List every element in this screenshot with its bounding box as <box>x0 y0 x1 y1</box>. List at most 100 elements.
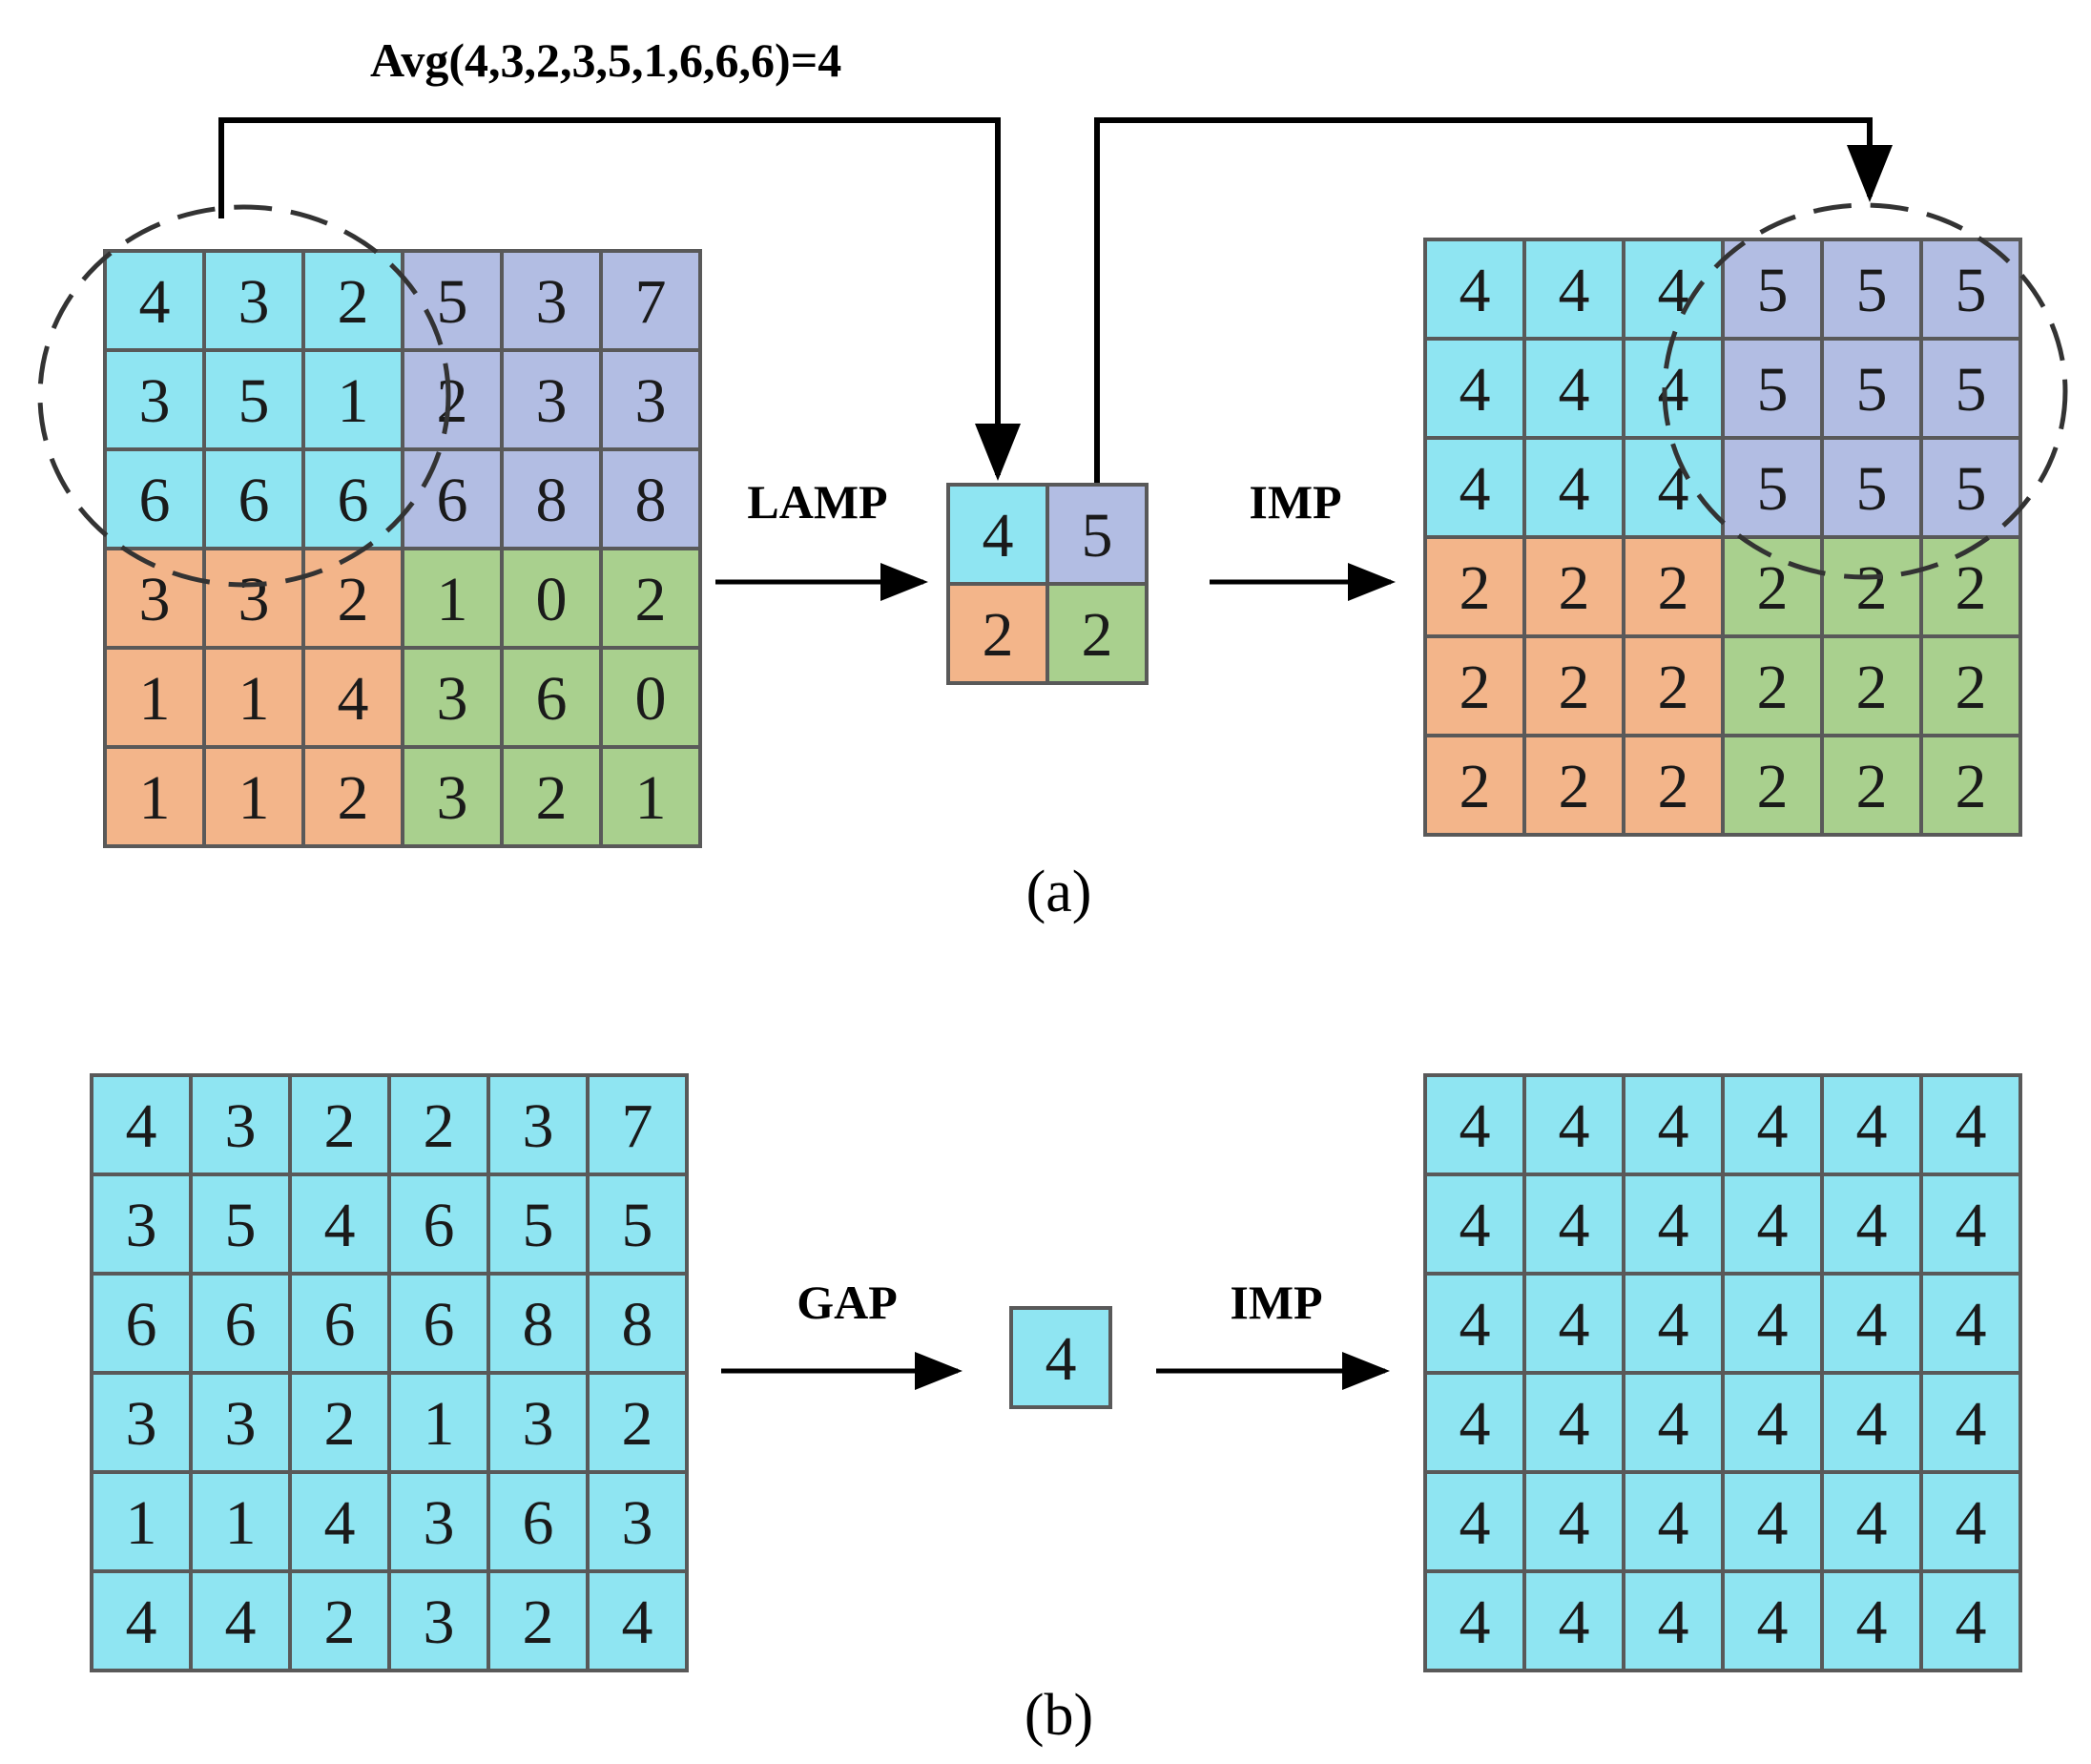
gap-output-value: 4 <box>1559 1091 1590 1161</box>
lamp-output-cell <box>1423 436 1526 539</box>
pooling-window-highlight <box>37 204 451 588</box>
lamp-input-value: 3 <box>536 366 568 436</box>
gap-output-value: 4 <box>1658 1588 1689 1657</box>
lamp-input-cell <box>103 745 206 848</box>
gap-input-value: 3 <box>225 1389 257 1459</box>
gap-output-cell <box>1423 1371 1526 1474</box>
avg-connector-line <box>218 117 1021 481</box>
gap-output-value: 4 <box>1856 1588 1888 1657</box>
lamp-output-value: 4 <box>1658 256 1689 325</box>
lamp-input-cell <box>599 547 702 650</box>
gap-output-cell <box>1423 1569 1526 1672</box>
gap-output-value: 4 <box>1856 1091 1888 1161</box>
gap-output-cell <box>1919 1569 2022 1672</box>
gap-output-cell <box>1622 1569 1725 1672</box>
caption-a: (a) <box>1026 860 1092 924</box>
lamp-output-cell <box>1721 337 1824 440</box>
lamp-output-value: 5 <box>1956 355 1987 425</box>
lamp-output-cell <box>1820 238 1923 341</box>
lamp-output-cell <box>1919 535 2022 638</box>
imp-label-a: IMP <box>1249 475 1341 529</box>
gap-output-value: 4 <box>1658 1191 1689 1260</box>
gap-input-value: 2 <box>424 1091 455 1161</box>
lamp-input-value: 3 <box>238 565 270 634</box>
lamp-input-value: 6 <box>536 664 568 734</box>
lamp-output-value: 2 <box>1856 553 1888 623</box>
lamp-input-cell <box>202 547 305 650</box>
gap-input-value: 1 <box>126 1488 157 1558</box>
gap-output-value: 4 <box>1658 1290 1689 1359</box>
average-formula: Avg(4,3,2,3,5,1,6,6,6)=4 <box>370 33 841 87</box>
gap-input-value: 4 <box>622 1588 653 1657</box>
lamp-output-cell <box>1622 734 1725 837</box>
lamp-output-cell <box>1522 535 1625 638</box>
lamp-input-cell <box>401 547 504 650</box>
lamp-input-cell <box>599 646 702 749</box>
lamp-input-cell <box>599 745 702 848</box>
gap-output-value: 4 <box>1460 1290 1491 1359</box>
gap-input-value: 5 <box>622 1191 653 1260</box>
gap-pooled-value: 4 <box>1046 1324 1077 1394</box>
gap-output-value: 4 <box>1757 1488 1789 1558</box>
lamp-input-value: 3 <box>139 565 171 634</box>
gap-output-value: 4 <box>1559 1290 1590 1359</box>
gap-output-cell <box>1820 1569 1923 1672</box>
gap-input-value: 6 <box>225 1290 257 1359</box>
gap-input-cell <box>487 1371 590 1474</box>
lamp-input-cell <box>202 646 305 749</box>
lamp-output-value: 4 <box>1559 355 1590 425</box>
gap-output-value: 4 <box>1460 1588 1491 1657</box>
lamp-input-value: 6 <box>139 466 171 535</box>
lamp-output-cell <box>1423 337 1526 440</box>
gap-output-cell <box>1423 1073 1526 1176</box>
lamp-input-value: 2 <box>536 763 568 833</box>
gap-input-value: 4 <box>324 1191 356 1260</box>
lamp-input-value: 1 <box>238 664 270 734</box>
lamp-output-value: 2 <box>1460 752 1491 821</box>
lamp-output-value: 5 <box>1757 355 1789 425</box>
imp-label-b: IMP <box>1230 1276 1322 1329</box>
gap-label: GAP <box>797 1276 898 1329</box>
gap-output-value: 4 <box>1956 1488 1987 1558</box>
gap-output-value: 4 <box>1757 1290 1789 1359</box>
gap-input-value: 7 <box>622 1091 653 1161</box>
lamp-output-value: 5 <box>1856 454 1888 524</box>
gap-output-cell <box>1622 1272 1725 1375</box>
gap-input-cell <box>586 1173 689 1276</box>
lamp-output-value: 2 <box>1956 752 1987 821</box>
lamp-output-cell <box>1522 734 1625 837</box>
lamp-output-value: 2 <box>1559 553 1590 623</box>
gap-input-value: 1 <box>225 1488 257 1558</box>
lamp-input-value: 6 <box>437 466 468 535</box>
lamp-input-value: 4 <box>139 267 171 337</box>
gap-output-value: 4 <box>1559 1389 1590 1459</box>
gap-pooled-cell: 4 <box>1009 1306 1112 1409</box>
gap-output-cell <box>1423 1173 1526 1276</box>
lamp-input-value: 6 <box>338 466 369 535</box>
gap-output-value: 4 <box>1460 1488 1491 1558</box>
lamp-input-cell <box>301 745 404 848</box>
gap-input-value: 3 <box>126 1389 157 1459</box>
lamp-output-value: 2 <box>1658 752 1689 821</box>
gap-input-value: 3 <box>523 1091 554 1161</box>
gap-input-value: 8 <box>622 1290 653 1359</box>
lamp-output-value: 4 <box>1559 256 1590 325</box>
lamp-pooled-value: 4 <box>983 501 1014 571</box>
lamp-input-cell <box>301 646 404 749</box>
lamp-output-value: 5 <box>1956 256 1987 325</box>
gap-output-value: 4 <box>1956 1389 1987 1459</box>
lamp-input-value: 8 <box>536 466 568 535</box>
gap-input-cell <box>288 1371 391 1474</box>
lamp-input-value: 3 <box>635 366 667 436</box>
gap-output-cell <box>1919 1371 2022 1474</box>
gap-output-value: 4 <box>1658 1389 1689 1459</box>
lamp-input-value: 3 <box>437 664 468 734</box>
lamp-input-cell <box>301 447 404 550</box>
lamp-input-value: 6 <box>238 466 270 535</box>
lamp-output-value: 4 <box>1658 355 1689 425</box>
lamp-pooled-cell <box>946 582 1049 685</box>
